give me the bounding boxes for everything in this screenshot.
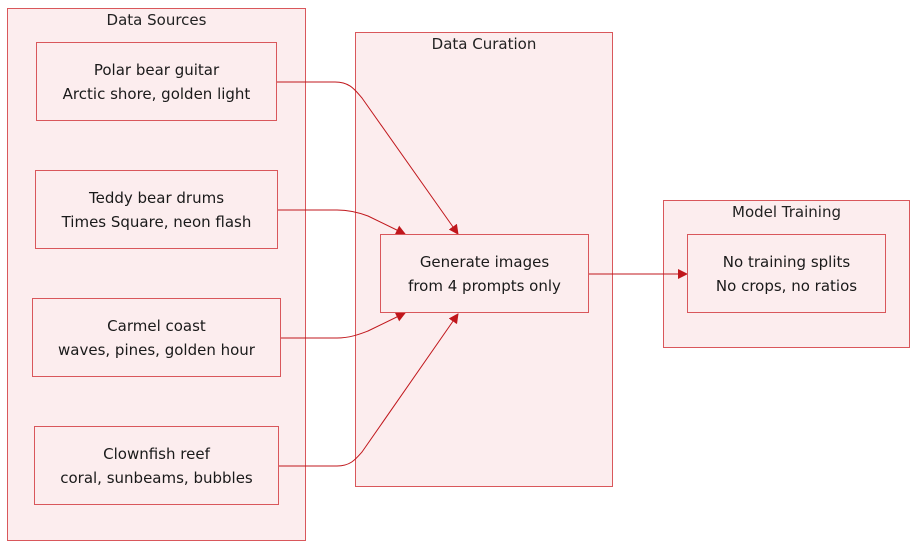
- node-generate-images[interactable]: Generate images from 4 prompts only: [380, 234, 589, 313]
- node-subtitle: Times Square, neon flash: [61, 212, 252, 231]
- node-title: Teddy bear drums: [88, 188, 225, 207]
- node-title: Clownfish reef: [103, 444, 210, 463]
- node-polar-bear-guitar[interactable]: Polar bear guitar Arctic shore, golden l…: [36, 42, 277, 121]
- node-title: Carmel coast: [107, 316, 206, 335]
- node-title: No training splits: [722, 252, 851, 271]
- node-title: Polar bear guitar: [93, 60, 220, 79]
- node-subtitle: from 4 prompts only: [408, 276, 561, 295]
- node-teddy-bear-drums[interactable]: Teddy bear drums Times Square, neon flas…: [35, 170, 278, 249]
- node-clownfish-reef[interactable]: Clownfish reef coral, sunbeams, bubbles: [34, 426, 279, 505]
- cluster-title: Model Training: [732, 203, 841, 221]
- node-subtitle: waves, pines, golden hour: [58, 340, 255, 359]
- node-subtitle: Arctic shore, golden light: [62, 84, 251, 103]
- node-subtitle: No crops, no ratios: [715, 276, 858, 295]
- node-training-settings[interactable]: No training splits No crops, no ratios: [687, 234, 886, 313]
- node-title: Generate images: [419, 252, 550, 271]
- cluster-title: Data Curation: [431, 35, 537, 53]
- node-carmel-coast[interactable]: Carmel coast waves, pines, golden hour: [32, 298, 281, 377]
- node-subtitle: coral, sunbeams, bubbles: [60, 468, 253, 487]
- cluster-title: Data Sources: [106, 11, 207, 29]
